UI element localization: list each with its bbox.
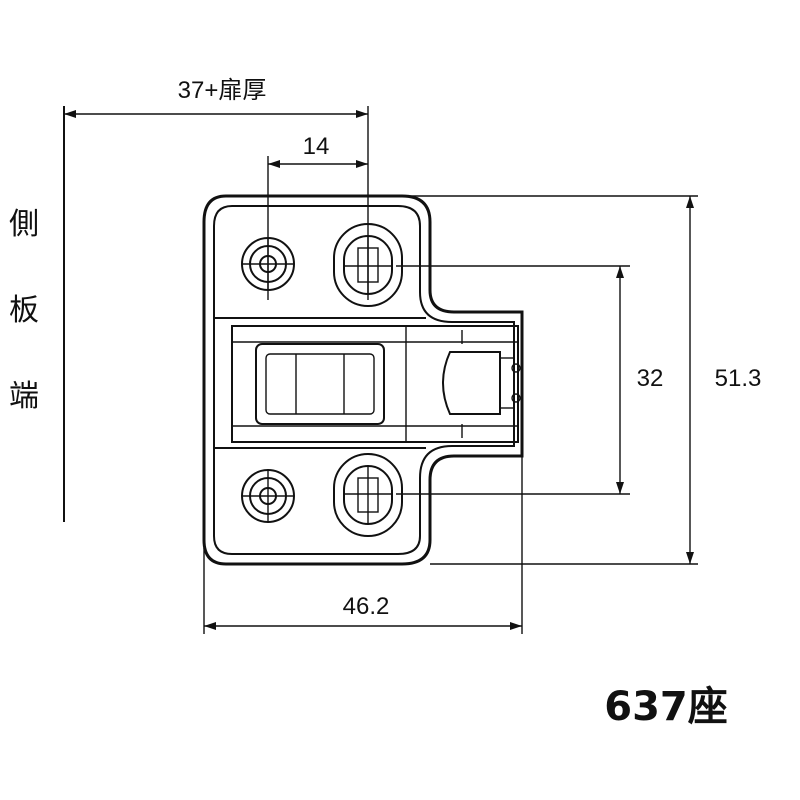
dimension-plate-height-label: 51.3 (715, 365, 762, 392)
upper-slotted-screw-hole (333, 223, 403, 307)
dimension-overall-width-label: 37+扉厚 (178, 77, 267, 104)
side-label-char-2: 板 (9, 293, 39, 328)
dimension-screw-pitch: 32 (396, 265, 664, 495)
dimension-hole-spacing-label: 14 (303, 133, 330, 160)
model-label: 637座 (604, 684, 728, 730)
lower-slotted-screw-hole (333, 453, 403, 537)
side-panel-edge-label: 側 板 端 (9, 207, 39, 414)
upper-round-screw-hole (241, 237, 295, 291)
dimension-screw-pitch-label: 32 (637, 365, 664, 392)
dimension-plate-height: 51.3 (404, 195, 762, 565)
side-label-char-3: 端 (9, 379, 39, 414)
mounting-plate-body (202, 194, 524, 566)
dimension-overall-width: 37+扉厚 (64, 77, 369, 300)
side-label-char-1: 側 (9, 207, 39, 242)
dimension-plate-width-label: 46.2 (343, 593, 390, 620)
lower-round-screw-hole (241, 469, 295, 523)
dimension-plate-width: 46.2 (203, 456, 523, 634)
dimension-hole-spacing: 14 (267, 133, 368, 300)
